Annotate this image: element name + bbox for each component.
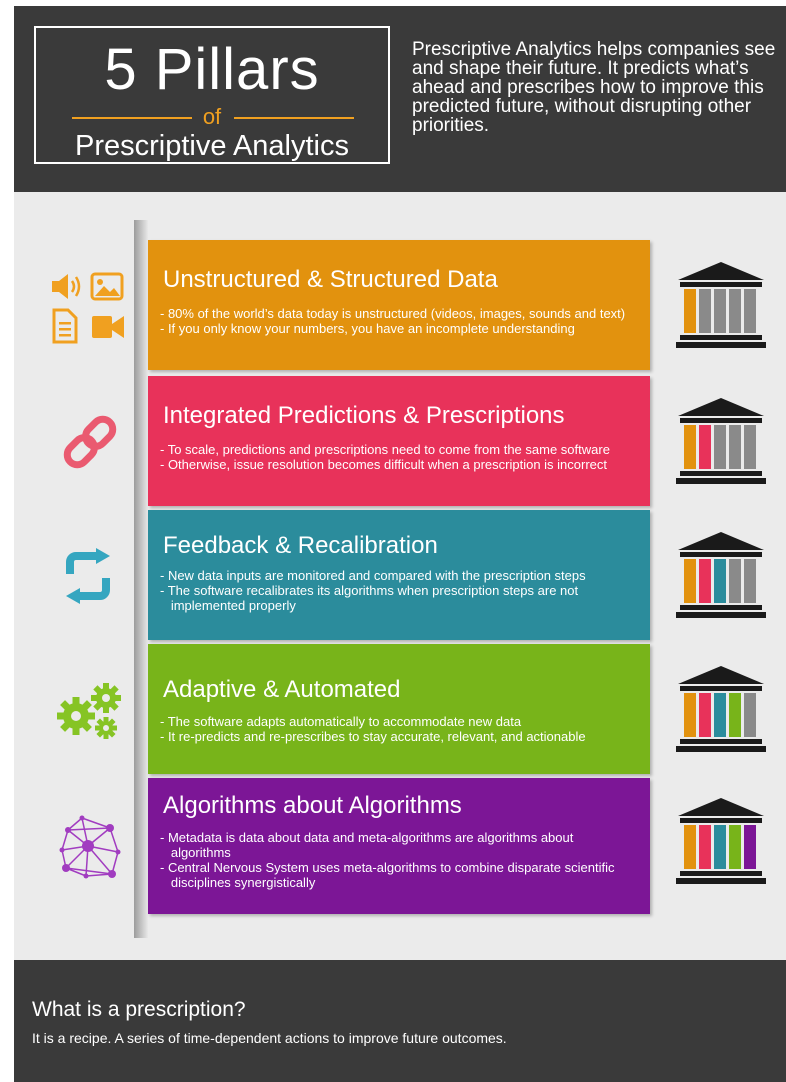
header-banner: 5 Pillars of Prescriptive Analytics Pres… — [14, 6, 786, 192]
sync-icon — [66, 548, 110, 604]
pillar-band-2: Integrated Predictions & Prescriptions -… — [148, 376, 650, 506]
pillar-bullet: - New data inputs are monitored and comp… — [160, 568, 586, 583]
footer-banner: What is a prescription? It is a recipe. … — [14, 960, 786, 1082]
pillar-title: Feedback & Recalibration — [163, 532, 438, 559]
media-icons — [52, 272, 124, 344]
pillar-bullet: - Otherwise, issue resolution becomes di… — [160, 457, 608, 472]
pillar-bullet: - The software recalibrates its algorith… — [160, 583, 579, 598]
document-icon — [52, 308, 78, 344]
pillar-band-3: Feedback & Recalibration - New data inpu… — [148, 510, 650, 640]
temple-icon-4 — [676, 666, 766, 752]
spine — [134, 220, 148, 938]
title-divider-right — [234, 117, 354, 119]
pillar-bullet: implemented properly — [160, 598, 296, 613]
pillar-bullet: disciplines synergistically — [160, 875, 316, 890]
pillar-bullet: - If you only know your numbers, you hav… — [160, 321, 575, 336]
pillar-title: Integrated Predictions & Prescriptions — [163, 402, 565, 429]
pillar-bullet: - It re-predicts and re-prescribes to st… — [160, 729, 586, 744]
pillar-bullets: - 80% of the world’s data today is unstr… — [160, 306, 625, 336]
pillar-bullet: - 80% of the world’s data today is unstr… — [160, 306, 626, 321]
temple-icon-1 — [676, 262, 766, 348]
pillar-title: Adaptive & Automated — [163, 676, 401, 703]
page-title: 5 Pillars — [104, 37, 320, 102]
title-of: of — [202, 104, 222, 129]
footer-answer: It is a recipe. A series of time-depende… — [32, 1030, 507, 1046]
pillar-bullets: - Metadata is data about data and meta-a… — [160, 830, 614, 890]
image-icon — [90, 272, 124, 301]
pillar-bullets: - To scale, predictions and prescription… — [160, 442, 610, 472]
temple-icon-2 — [676, 398, 766, 484]
pillar-band-5: Algorithms about Algorithms - Metadata i… — [148, 778, 650, 914]
intro-text: Prescriptive Analytics helps companies s… — [412, 39, 776, 136]
pillar-title: Algorithms about Algorithms — [163, 792, 462, 819]
pillar-bullet: - Metadata is data about data and meta-a… — [160, 830, 574, 845]
pillar-bullet: - The software adapts automatically to a… — [160, 714, 522, 729]
pillar-bullet: - To scale, predictions and prescription… — [160, 442, 610, 457]
pillar-bullets: - The software adapts automatically to a… — [160, 714, 586, 744]
pillar-bullets: - New data inputs are monitored and comp… — [160, 568, 586, 613]
title-of-row: of — [36, 104, 388, 129]
title-divider-left — [72, 117, 192, 119]
pillar-bullet: - Central Nervous System uses meta-algor… — [160, 860, 615, 875]
pillar-title: Unstructured & Structured Data — [163, 266, 498, 293]
link-icon — [63, 415, 117, 469]
network-icon — [59, 815, 121, 879]
page-subtitle: Prescriptive Analytics — [75, 130, 349, 162]
pillar-band-4: Adaptive & Automated - The software adap… — [148, 644, 650, 774]
pillar-bullet: algorithms — [160, 845, 231, 860]
speaker-icon — [52, 274, 81, 299]
pillar-band-1: Unstructured & Structured Data - 80% of … — [148, 240, 650, 370]
gears-icon — [57, 683, 121, 739]
title-box: 5 Pillars of Prescriptive Analytics — [34, 26, 390, 164]
footer-question: What is a prescription? — [32, 998, 246, 1021]
temple-icon-3 — [676, 532, 766, 618]
video-camera-icon — [92, 316, 124, 338]
temple-icon-5 — [676, 798, 766, 884]
